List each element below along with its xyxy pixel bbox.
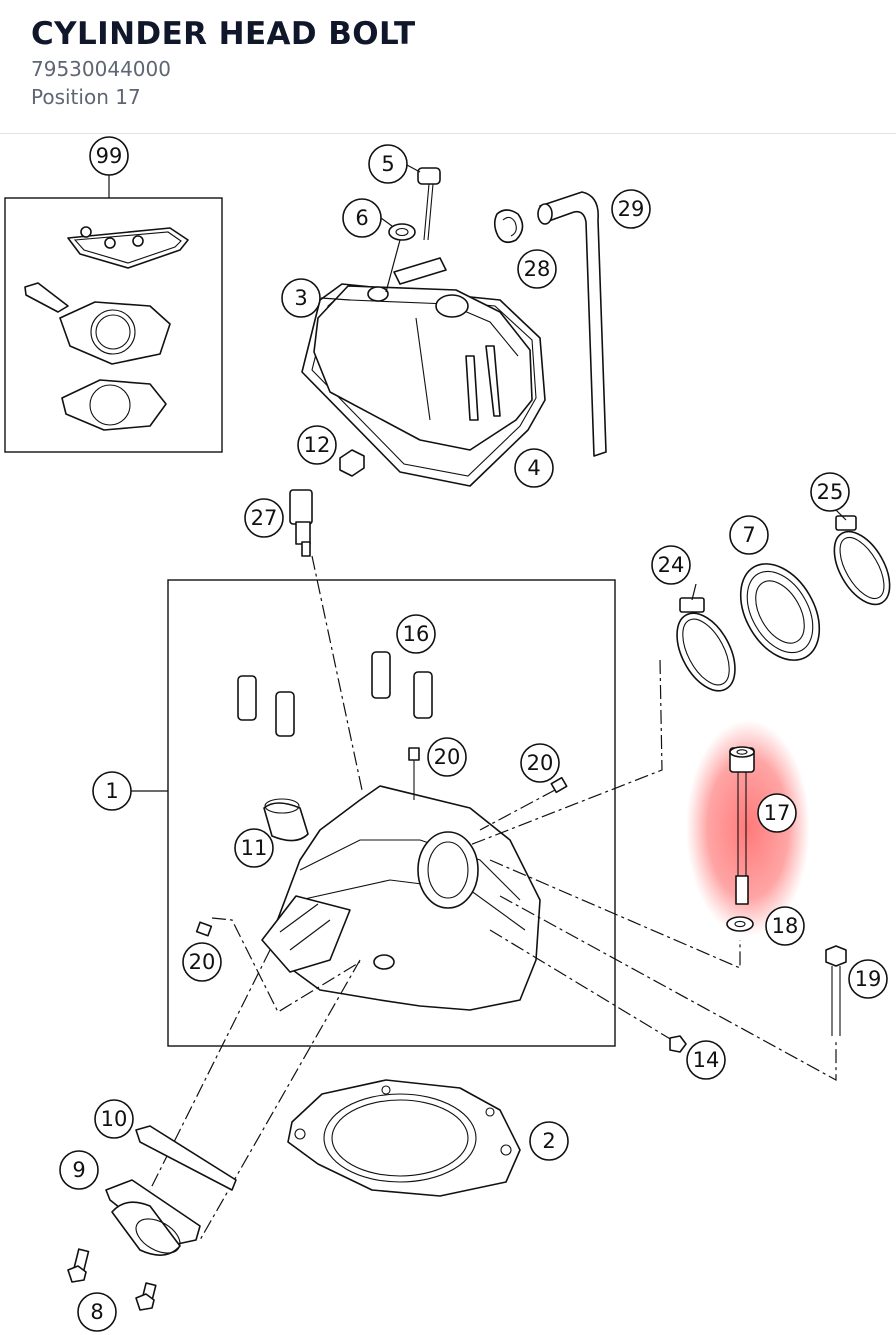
intake-clamp-25[interactable] — [823, 515, 896, 614]
valve-cover[interactable] — [301, 167, 546, 487]
selected-part-highlight — [686, 720, 810, 936]
svg-text:12: 12 — [304, 433, 331, 457]
part-position: Position 17 — [31, 85, 141, 109]
svg-text:24: 24 — [658, 553, 685, 577]
svg-text:3: 3 — [294, 286, 307, 310]
svg-text:16: 16 — [403, 622, 430, 646]
svg-text:17: 17 — [764, 801, 791, 825]
callout-2[interactable]: 2 — [529, 1121, 569, 1161]
callout-7[interactable]: 7 — [729, 515, 769, 555]
svg-text:27: 27 — [251, 506, 278, 530]
svg-text:14: 14 — [693, 1048, 720, 1072]
intake-flange-gasket[interactable] — [135, 1125, 237, 1191]
svg-text:19: 19 — [855, 967, 882, 991]
svg-text:10: 10 — [101, 1107, 128, 1131]
callout-12[interactable]: 12 — [297, 425, 337, 465]
breather-hose[interactable] — [493, 191, 607, 457]
callout-29[interactable]: 29 — [611, 189, 651, 229]
callout-20-top[interactable]: 20 — [427, 737, 467, 777]
svg-text:2: 2 — [542, 1129, 555, 1153]
cylinder-head-bolt[interactable] — [729, 746, 755, 905]
callout-4[interactable]: 4 — [514, 448, 554, 488]
svg-text:99: 99 — [96, 144, 123, 168]
callout-20-right[interactable]: 20 — [520, 743, 560, 783]
svg-text:29: 29 — [618, 197, 645, 221]
callout-18[interactable]: 18 — [765, 906, 805, 946]
part-number: 79530044000 — [31, 57, 171, 81]
gasket-kit-box[interactable] — [4, 175, 223, 453]
intake-flange[interactable] — [105, 1179, 201, 1260]
callout-24[interactable]: 24 — [651, 545, 691, 585]
callout-10[interactable]: 10 — [94, 1099, 134, 1139]
cylinder-head-box[interactable] — [167, 579, 616, 1047]
svg-text:8: 8 — [90, 1300, 103, 1324]
svg-text:6: 6 — [355, 206, 368, 230]
svg-text:18: 18 — [772, 914, 799, 938]
intake-clamp-24[interactable] — [665, 597, 747, 700]
callout-99[interactable]: 99 — [89, 136, 129, 176]
svg-text:25: 25 — [817, 480, 844, 504]
callout-19[interactable]: 19 — [848, 959, 888, 999]
svg-text:20: 20 — [189, 950, 216, 974]
callout-14[interactable]: 14 — [686, 1040, 726, 1080]
callout-28[interactable]: 28 — [517, 249, 557, 289]
svg-text:11: 11 — [241, 836, 268, 860]
flange-screws[interactable] — [67, 1248, 157, 1311]
svg-text:28: 28 — [524, 257, 551, 281]
svg-text:20: 20 — [527, 751, 554, 775]
callout-20-left[interactable]: 20 — [182, 942, 222, 982]
callout-1[interactable]: 1 — [92, 771, 132, 811]
svg-text:5: 5 — [381, 152, 394, 176]
callout-27[interactable]: 27 — [244, 498, 284, 538]
svg-text:4: 4 — [527, 456, 540, 480]
callout-17[interactable]: 17 — [757, 793, 797, 833]
callout-5[interactable]: 5 — [368, 144, 408, 184]
callout-11[interactable]: 11 — [234, 828, 274, 868]
svg-text:7: 7 — [742, 523, 755, 547]
callout-8[interactable]: 8 — [77, 1292, 117, 1332]
temperature-sensor[interactable] — [289, 489, 363, 791]
long-bolt[interactable] — [825, 945, 847, 1036]
intake-rubber[interactable] — [725, 550, 836, 674]
callout-25[interactable]: 25 — [810, 472, 850, 512]
callout-16[interactable]: 16 — [396, 614, 436, 654]
callout-9[interactable]: 9 — [59, 1150, 99, 1190]
svg-text:1: 1 — [105, 779, 118, 803]
bolt-washer[interactable] — [726, 916, 754, 932]
cylinder-head-gasket[interactable] — [287, 1079, 521, 1197]
callout-3[interactable]: 3 — [281, 278, 321, 318]
part-title: CYLINDER HEAD BOLT — [31, 16, 416, 52]
svg-text:9: 9 — [72, 1158, 85, 1182]
svg-text:20: 20 — [434, 745, 461, 769]
part-header: CYLINDER HEAD BOLT 79530044000 Position … — [0, 0, 896, 134]
callout-6[interactable]: 6 — [342, 198, 382, 238]
small-screw[interactable] — [669, 1035, 687, 1053]
